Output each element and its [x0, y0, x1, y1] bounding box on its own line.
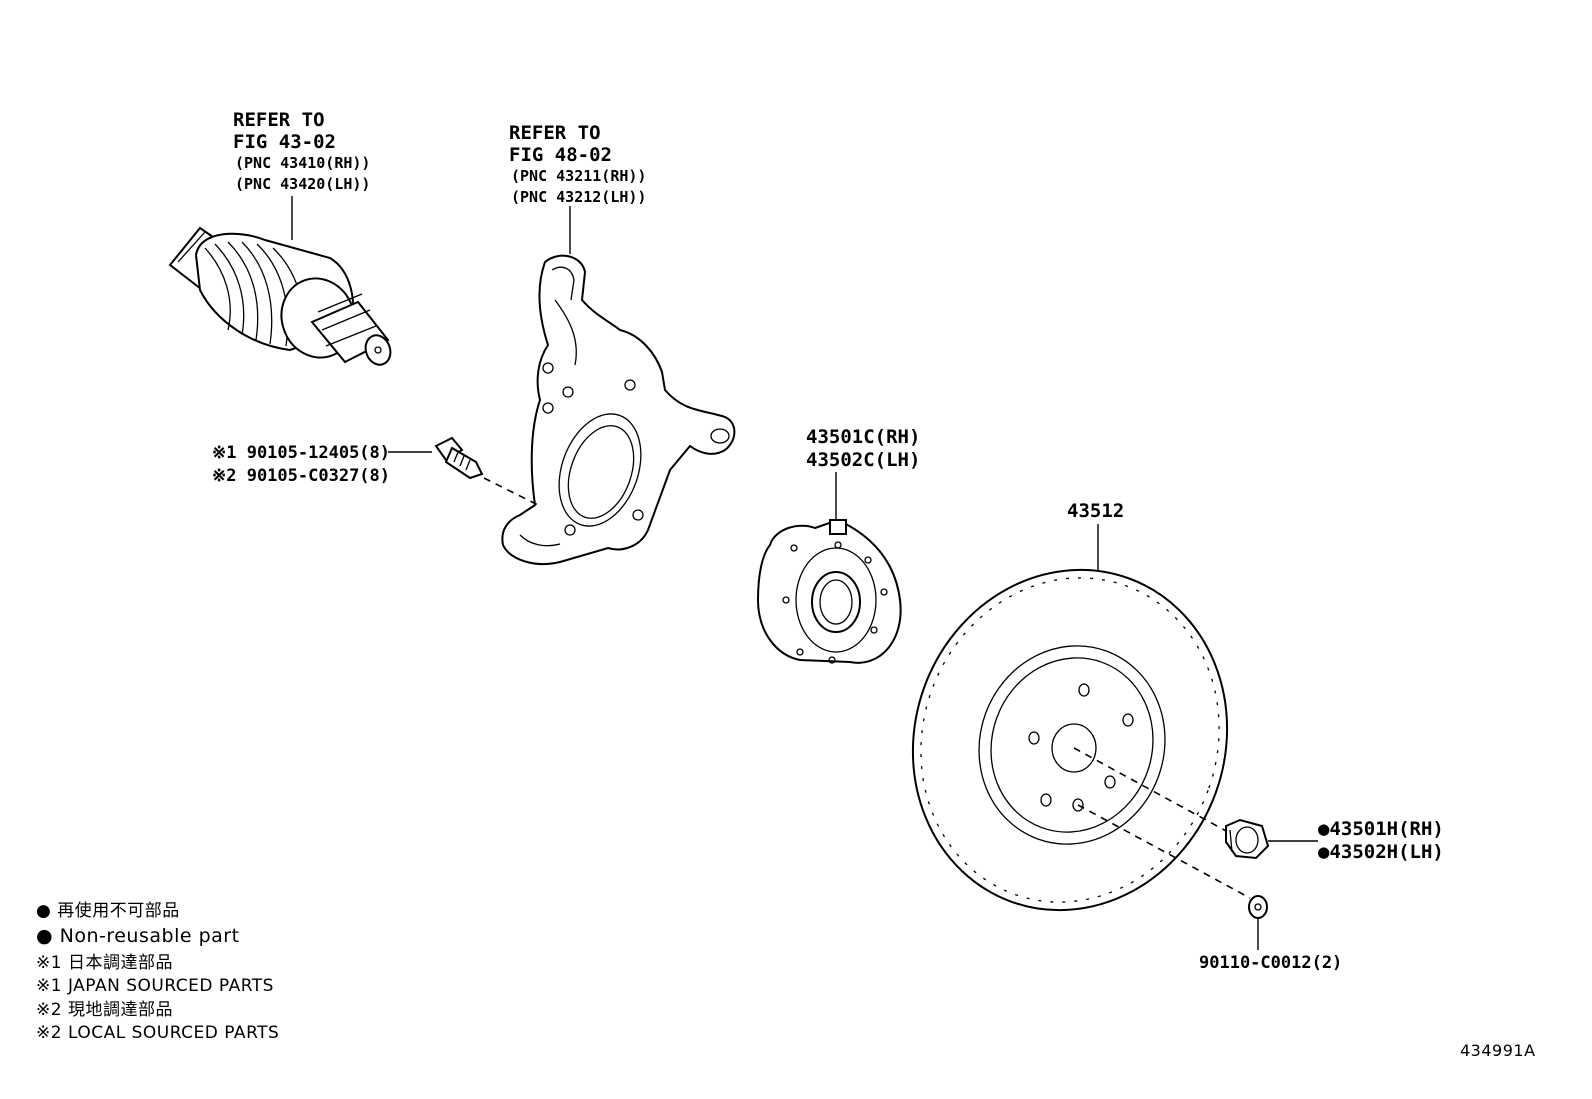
legend-local-sourced-en: ※2 LOCAL SOURCED PARTS — [36, 1023, 279, 1043]
legend-non-reusable-jp: ● 再使用不可部品 — [36, 900, 180, 921]
driveshaft-refer-label: REFER TO — [233, 109, 325, 131]
screw-install-dashline — [1077, 804, 1251, 899]
nut-install-dashline — [1073, 747, 1229, 833]
disc-part-number: 43512 — [1067, 500, 1124, 522]
nut-part-number-lh: ●43502H(LH) — [1318, 841, 1444, 863]
legend: ● 再使用不可部品 ● Non-reusable part ※1 日本調達部品 … — [36, 900, 279, 1043]
bolt-part-number-1: ※1 90105-12405(8) — [212, 443, 390, 463]
steering-knuckle-illustration — [501, 254, 736, 566]
hub-callout: 43501C(RH) 43502C(LH) — [806, 426, 920, 471]
legend-japan-sourced-jp: ※1 日本調達部品 — [36, 953, 173, 973]
bolt-install-dashline — [483, 477, 541, 507]
screw-callout: 90110-C0012(2) — [1199, 953, 1342, 973]
legend-local-sourced-jp: ※2 現地調達部品 — [36, 1000, 173, 1020]
hub-assembly-illustration — [756, 518, 902, 664]
knuckle-fig-label: FIG 48-02 — [509, 144, 612, 166]
driveshaft-pnc-rh: (PNC 43410(RH)) — [235, 154, 370, 172]
knuckle-pnc-lh: (PNC 43212(LH)) — [511, 188, 646, 206]
screw-illustration — [1248, 895, 1268, 919]
screw-part-number: 90110-C0012(2) — [1199, 953, 1342, 973]
knuckle-refer-label: REFER TO — [509, 122, 601, 144]
knuckle-callout: REFER TO FIG 48-02 (PNC 43211(RH)) (PNC … — [509, 122, 646, 206]
brake-disc-illustration — [911, 568, 1229, 912]
legend-non-reusable-en: ● Non-reusable part — [36, 925, 240, 947]
driveshaft-pnc-lh: (PNC 43420(LH)) — [235, 175, 370, 193]
disc-callout: 43512 — [1067, 500, 1124, 522]
bolt-callout: ※1 90105-12405(8) ※2 90105-C0327(8) — [212, 443, 390, 486]
driveshaft-callout: REFER TO FIG 43-02 (PNC 43410(RH)) (PNC … — [233, 109, 370, 193]
nut-callout: ●43501H(RH) ●43502H(LH) — [1318, 818, 1444, 863]
drive-shaft-illustration — [168, 226, 392, 366]
bolt-illustration — [434, 436, 484, 480]
bolt-part-number-2: ※2 90105-C0327(8) — [212, 466, 390, 486]
figure-id: 434991A — [1460, 1041, 1536, 1060]
hub-part-number-rh: 43501C(RH) — [806, 426, 920, 448]
hub-part-number-lh: 43502C(LH) — [806, 449, 920, 471]
driveshaft-fig-label: FIG 43-02 — [233, 131, 336, 153]
nut-part-number-rh: ●43501H(RH) — [1318, 818, 1444, 840]
hub-nut-illustration — [1225, 818, 1270, 860]
knuckle-pnc-rh: (PNC 43211(RH)) — [511, 167, 646, 185]
legend-japan-sourced-en: ※1 JAPAN SOURCED PARTS — [36, 976, 274, 996]
